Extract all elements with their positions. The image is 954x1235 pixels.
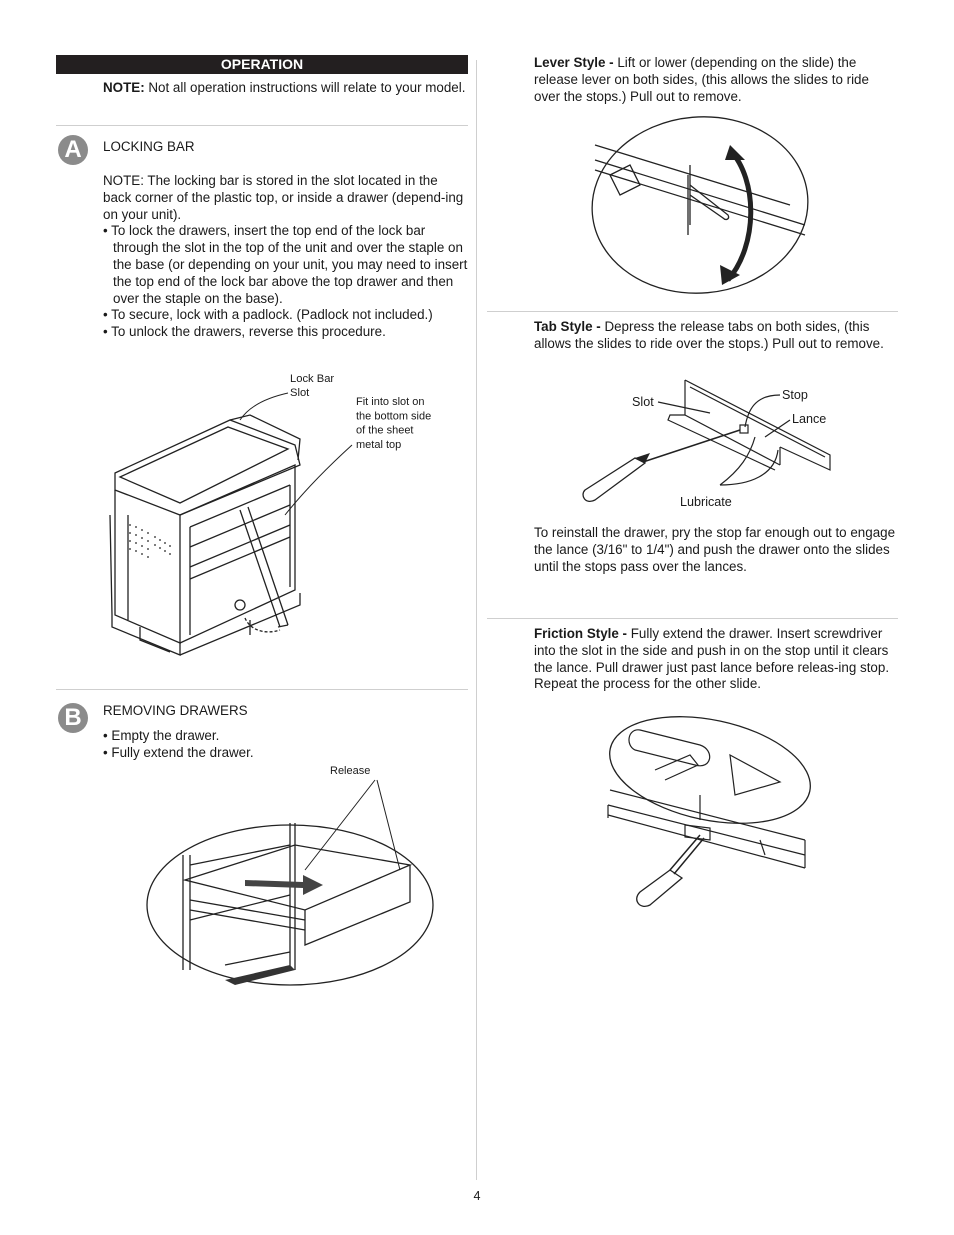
tab-style-reinstall: To reinstall the drawer, pry the stop fa… [534,525,896,574]
tab-style-desc: Depress the release tabs on both sides, … [534,319,884,351]
divider [487,618,898,619]
section-a-body: NOTE: The locking bar is stored in the s… [103,173,468,341]
divider [56,689,468,690]
friction-style-text: Friction Style - Fully extend the drawer… [534,626,900,693]
section-a-bullet: • To secure, lock with a padlock. (Padlo… [103,307,433,323]
section-a-title: LOCKING BAR [103,139,195,154]
callout-slot: Slot [632,395,654,409]
friction-style-desc: Fully extend the drawer. Insert screwdri… [534,626,890,692]
section-a-note: NOTE: The locking bar is stored in the s… [103,173,464,222]
callout-stop: Stop [782,388,808,402]
note-text: Not all operation instructions will rela… [144,80,466,95]
section-b-bullet: • Empty the drawer. [103,728,220,743]
general-note: NOTE: Not all operation instructions wil… [103,80,488,97]
lever-style-desc: Lift or lower (depending on the slide) t… [534,55,869,104]
tab-style-illustration: Slot Stop Lance Lubricate [582,379,831,509]
lever-style-illustration [591,116,809,294]
lever-style-text: Lever Style - Lift or lower (depending o… [534,55,898,105]
callout-lance: Lance [792,412,826,426]
friction-style-illustration [607,716,811,907]
note-label: NOTE: [103,80,145,95]
tab-style-label: Tab Style - [534,319,601,334]
section-a-badge: A [58,135,88,165]
divider [487,311,898,312]
section-header-operation: OPERATION [56,55,468,74]
callout-release: Release [330,765,370,777]
section-b-title: REMOVING DRAWERS [103,703,248,718]
section-b-bullet: • Fully extend the drawer. [103,744,254,760]
section-b-badge: B [58,703,88,733]
section-a-bullet: • To unlock the drawers, reverse this pr… [103,324,386,340]
divider [56,125,468,126]
lever-style-label: Lever Style - [534,55,614,70]
removing-drawers-illustration: Release [146,765,434,986]
tab-style-text: Tab Style - Depress the release tabs on … [534,319,898,353]
section-b-body: • Empty the drawer. • Fully extend the d… [103,728,468,762]
callout-lubricate: Lubricate [680,495,732,509]
friction-style-label: Friction Style - [534,626,628,641]
page-number: 4 [473,1189,481,1203]
column-divider [476,60,477,1180]
section-a-bullet: • To lock the drawers, insert the top en… [103,223,468,306]
